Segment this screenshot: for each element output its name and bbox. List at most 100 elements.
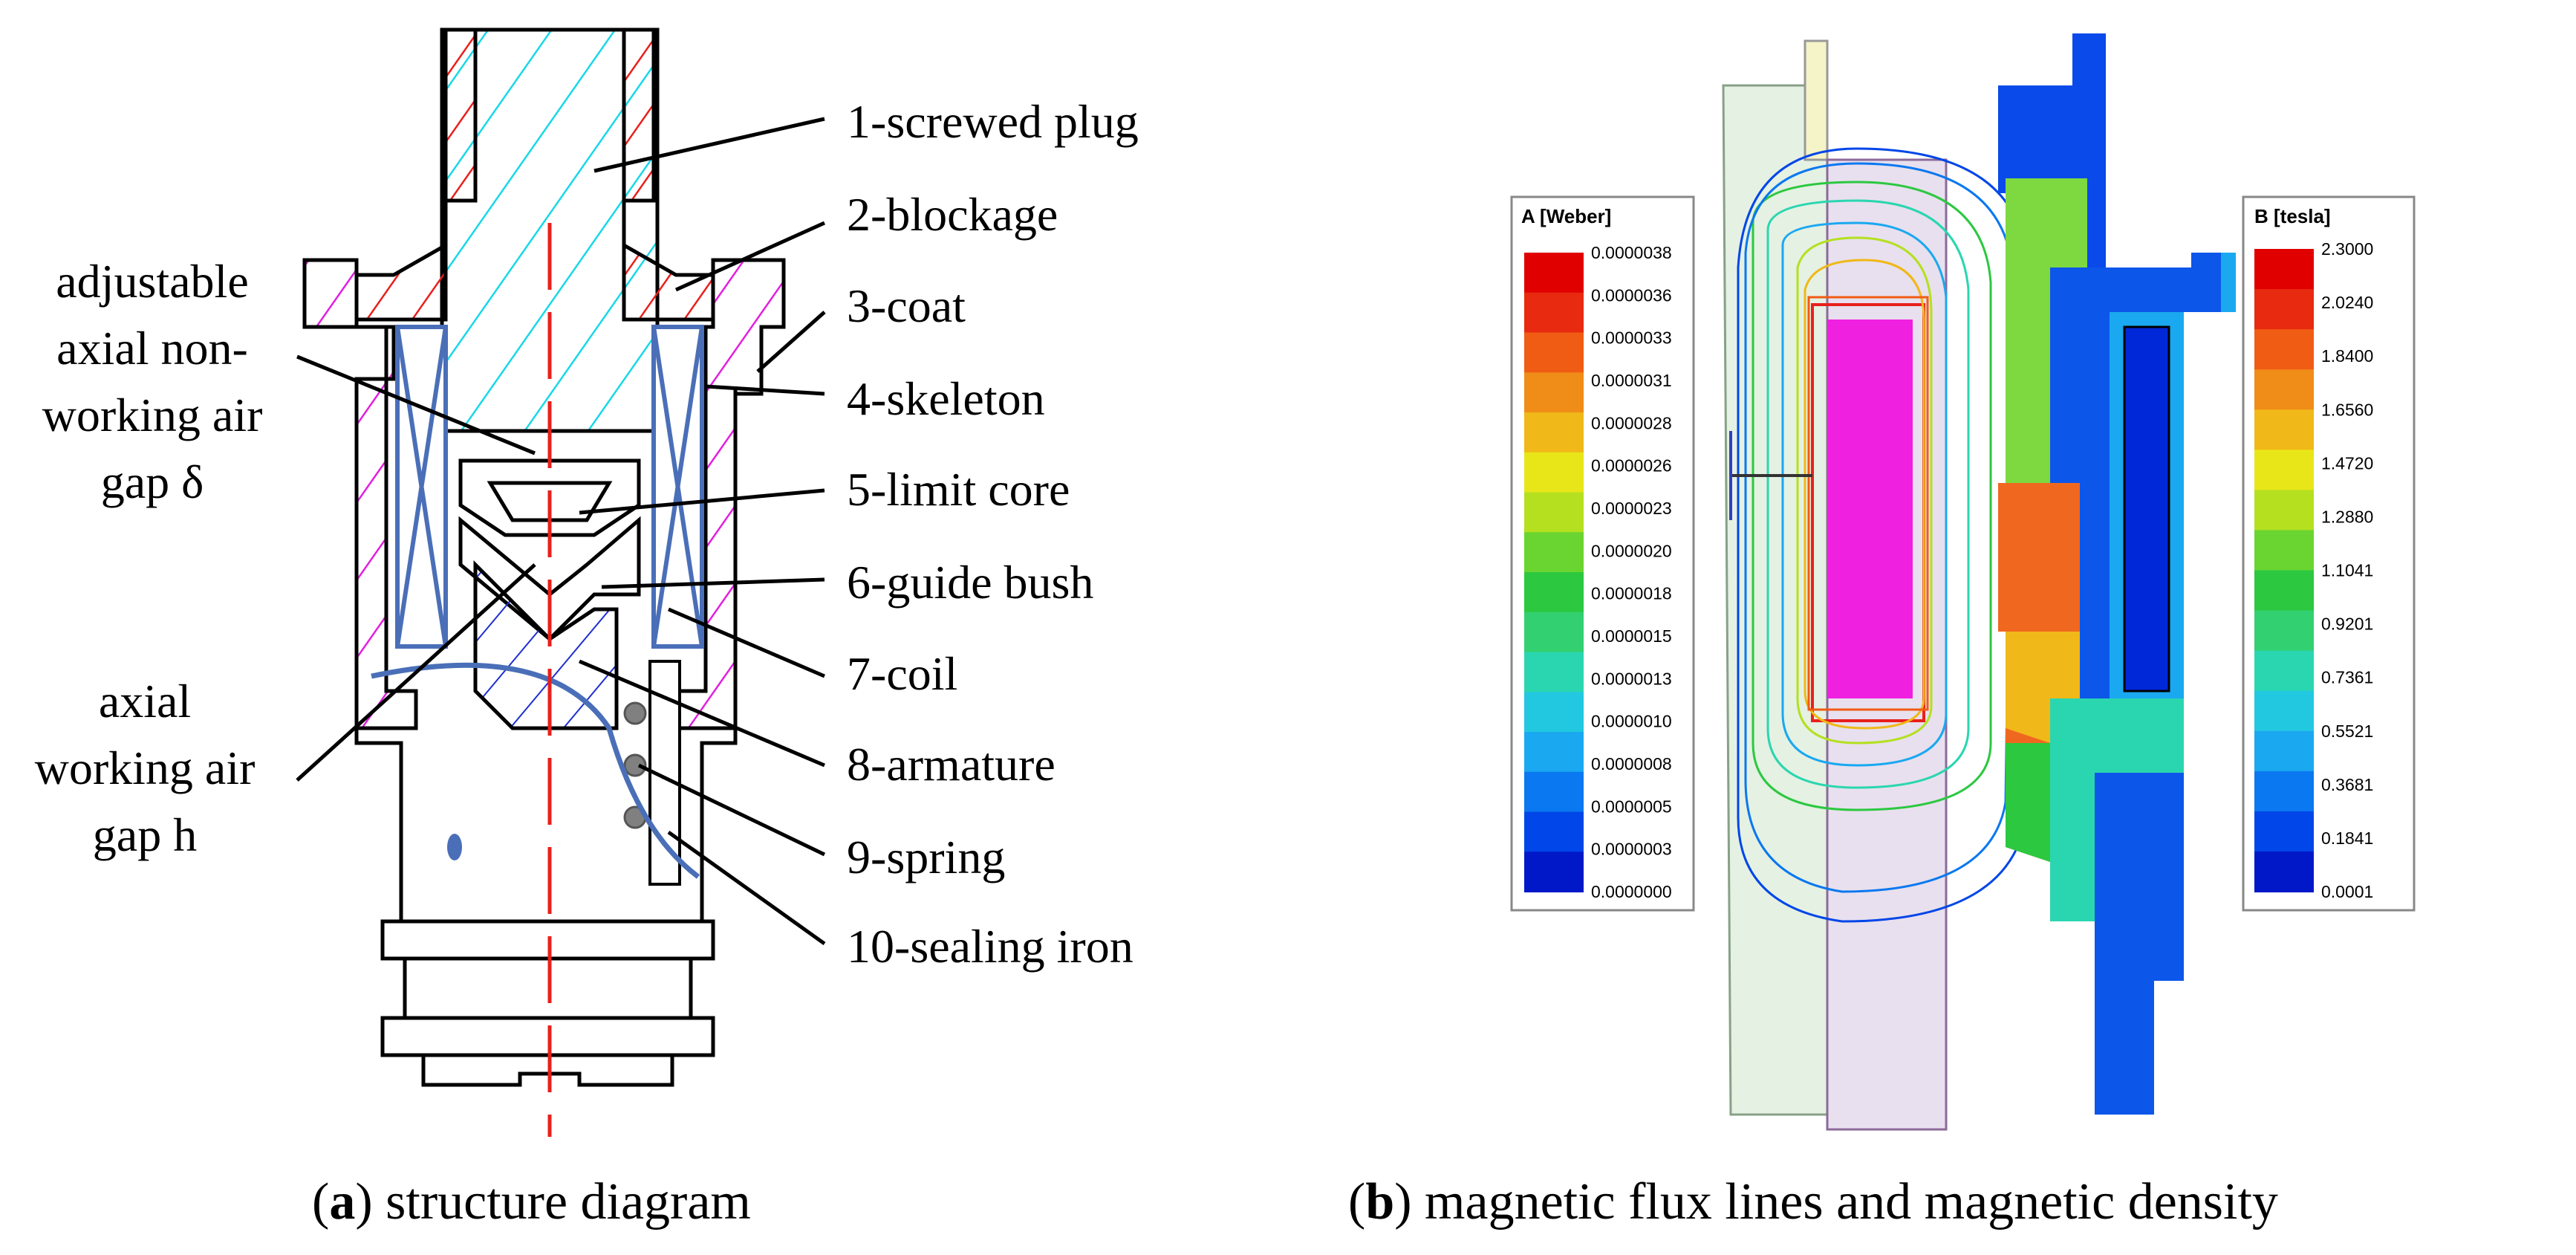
legend-tick-label: 0.0000033 (1591, 328, 1672, 348)
legend-swatch (1524, 372, 1584, 413)
svg-text:gap δ: gap δ (101, 455, 204, 508)
legend-swatch (2254, 249, 2314, 291)
part-labels: 1-screwed plug 2-blockage 3-coat 4-skele… (847, 95, 1139, 973)
legend-tick-label: 0.0000018 (1591, 584, 1672, 603)
legend-density: B [tesla] 2.3000 2.0240 1.8400 1.6560 1.4720… (2242, 195, 2416, 912)
label-coil: 7-coil (847, 647, 957, 700)
legend-tick-label: 0.0000003 (1591, 840, 1672, 859)
svg-text:working air: working air (35, 742, 256, 794)
legend-tick-label: 0.0000028 (1591, 413, 1672, 432)
legend-tick-label: 0.0000008 (1591, 754, 1672, 774)
legend-tick-label: 0.9201 (2321, 614, 2373, 634)
legend-swatch (2254, 409, 2314, 451)
svg-text:B [tesla]: B [tesla] (2254, 205, 2331, 227)
label-sealing-iron: 10-sealing iron (847, 920, 1133, 973)
legend-tick-label: 1.1041 (2321, 561, 2373, 580)
coil-left (395, 325, 448, 649)
legend-tick-label: 0.5521 (2321, 721, 2373, 741)
leader-lines (296, 117, 826, 946)
legend-tick-label: 1.6560 (2321, 400, 2373, 419)
legend-swatch (2254, 730, 2314, 772)
legend-tick-label: 2.0240 (2321, 293, 2373, 312)
legend-swatch (2254, 650, 2314, 692)
legend-swatch (1524, 852, 1584, 892)
limit-core-inner (487, 481, 613, 522)
legend-tick-label: 0.0000015 (1591, 626, 1672, 646)
working-gap-curve (371, 662, 700, 879)
spring-ball-2 (623, 753, 647, 777)
legend-tick-label: 0.0000038 (1591, 243, 1672, 262)
legend-swatch (2254, 570, 2314, 612)
label-limit-core: 5-limit core (847, 463, 1070, 516)
legend-tick-label: 0.0000000 (1591, 882, 1672, 901)
legend-tick-label: 1.8400 (2321, 346, 2373, 366)
legend-swatch (1524, 292, 1584, 334)
legend-swatch (1524, 811, 1584, 853)
caption-a: (a) structure diagram (312, 1173, 751, 1230)
coil-right (651, 325, 704, 649)
armature (473, 560, 619, 730)
svg-text:(b) magnetic flux lines and ma: (b) magnetic flux lines and magnetic den… (1348, 1173, 2278, 1230)
legend-tick-label: 0.0001 (2321, 882, 2373, 901)
legend-tick-label: 0.0000013 (1591, 669, 1672, 688)
label-spring: 9-spring (847, 831, 1005, 883)
legend-swatch (2254, 610, 2314, 652)
gap-delta-label: adjustable axial non- working air gap δ (42, 255, 263, 508)
label-blockage: 2-blockage (847, 188, 1058, 241)
flux-panel: A [Weber] 0.0000038 0.0000036 0.0000033 0.0… (1510, 33, 2416, 1131)
legend-tick-label: 0.0000031 (1591, 371, 1672, 390)
label-armature: 8-armature (847, 738, 1056, 791)
legend-tick-label: 0.3681 (2321, 775, 2373, 794)
port-hole (447, 834, 462, 860)
legend-swatch (1524, 692, 1584, 733)
structure-diagram: 1-screwed plug 2-blockage 3-coat 4-skele… (35, 27, 1139, 1137)
legend-tick-label: 0.0000020 (1591, 541, 1672, 560)
legend-swatch (1524, 771, 1584, 813)
legend-swatch (1524, 572, 1584, 613)
legend-swatch (1524, 612, 1584, 653)
legend-tick-label: 2.3000 (2321, 239, 2373, 259)
legend-tick-label: 0.0000026 (1591, 456, 1672, 476)
label-coat: 3-coat (847, 279, 966, 332)
legend-swatch (2254, 811, 2314, 852)
legend-swatch (2254, 289, 2314, 331)
svg-text:A [Weber]: A [Weber] (1521, 205, 1611, 227)
blockage-right (622, 27, 715, 322)
legend-swatch (1524, 253, 1584, 294)
legend-tick-label: 0.0000005 (1591, 797, 1672, 816)
legend-tick-label: 0.1841 (2321, 828, 2373, 848)
legend-tick-label: 0.7361 (2321, 668, 2373, 687)
legend-swatch (2254, 490, 2314, 531)
legend-swatch (2254, 450, 2314, 491)
legend-swatch (2254, 690, 2314, 732)
gap-h-label: axial working air gap h (35, 675, 256, 861)
legend-swatch (1524, 412, 1584, 453)
flux-model (1722, 39, 2029, 1131)
legend-swatch (2254, 369, 2314, 411)
svg-text:(a) structure diagram: (a) structure diagram (312, 1173, 751, 1230)
caption-b: (b) magnetic flux lines and magnetic den… (1348, 1173, 2278, 1230)
legend-tick-label: 0.0000010 (1591, 712, 1672, 731)
legend-tick-label: 1.4720 (2321, 453, 2373, 473)
legend-swatch (2254, 329, 2314, 371)
legend-tick-label: 1.2880 (2321, 507, 2373, 526)
label-guide-bush: 6-guide bush (847, 556, 1093, 609)
legend-swatch (1524, 532, 1584, 573)
legend-swatch (1524, 332, 1584, 374)
legend-swatch (1524, 492, 1584, 534)
legend-tick-label: 0.0000036 (1591, 285, 1672, 305)
label-screwed-plug: 1-screwed plug (847, 95, 1139, 148)
legend-swatch (1524, 452, 1584, 493)
legend-swatch (2254, 530, 2314, 571)
svg-text:adjustable: adjustable (56, 255, 248, 308)
svg-text:axial non-: axial non- (56, 322, 248, 374)
svg-text:axial: axial (99, 675, 191, 727)
svg-text:gap h: gap h (93, 808, 197, 861)
legend-swatch (1524, 652, 1584, 693)
blockage (354, 27, 478, 322)
legend-swatch (2254, 771, 2314, 812)
spring-ball-1 (623, 701, 647, 725)
svg-text:working air: working air (42, 389, 263, 441)
legend-swatch (1524, 732, 1584, 773)
